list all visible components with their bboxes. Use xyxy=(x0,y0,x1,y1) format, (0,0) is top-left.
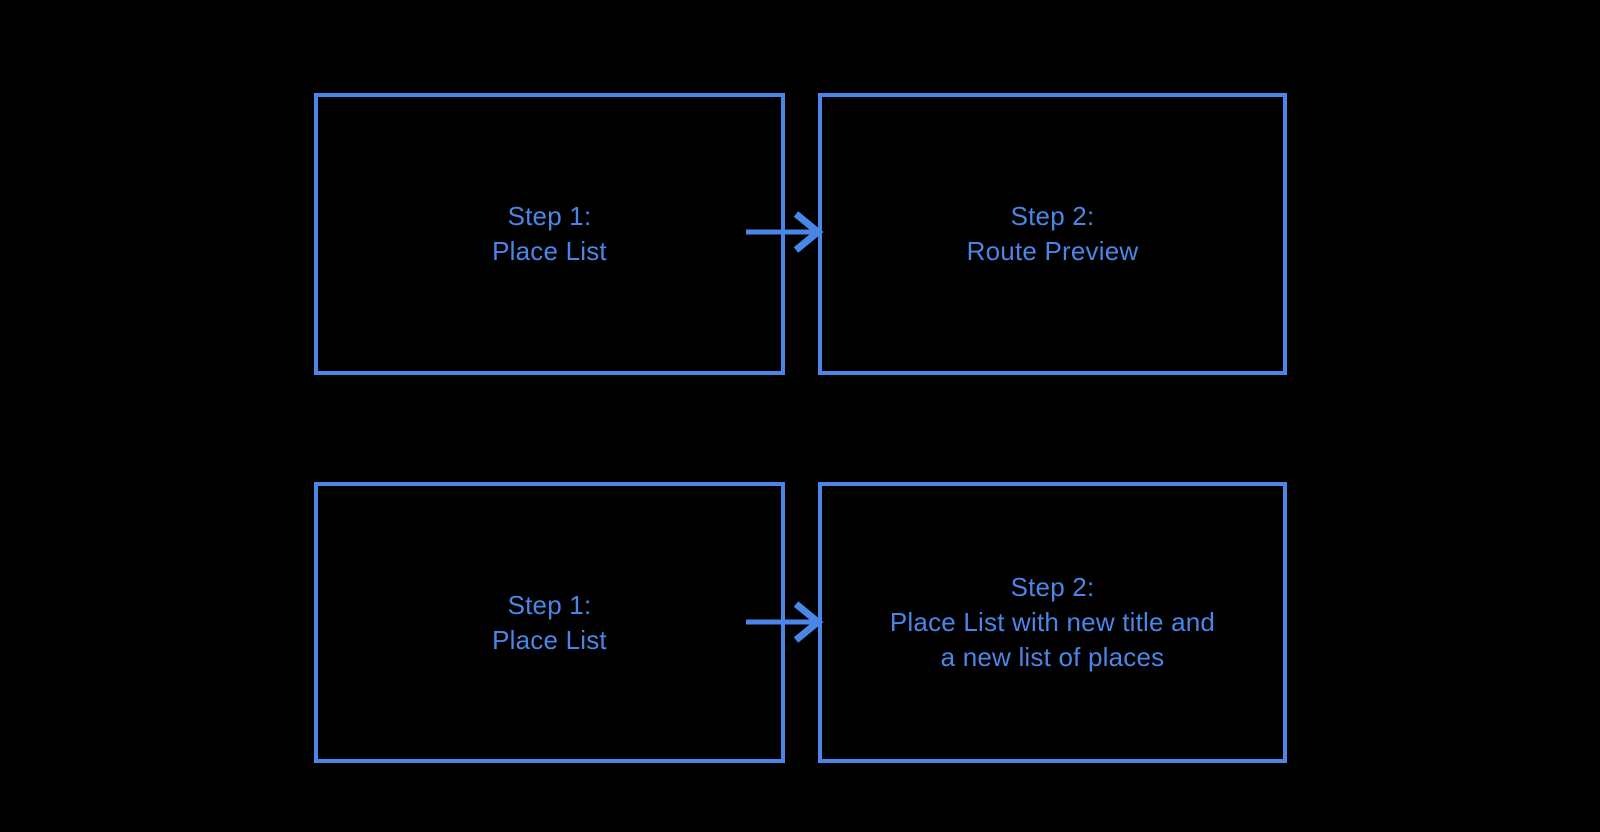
arrow-right-icon xyxy=(746,211,824,253)
flow-box-step2-new-place-list: Step 2: Place List with new title and a … xyxy=(818,482,1287,763)
flow-box-step1-place-list: Step 1: Place List xyxy=(314,93,785,375)
flow-box-step2-route-preview: Step 2: Route Preview xyxy=(818,93,1287,375)
box-label-line: a new list of places xyxy=(940,642,1165,672)
arrow-right-icon xyxy=(746,601,824,643)
box-label-line: Step 2: xyxy=(1010,201,1095,231)
box-label-line: Route Preview xyxy=(966,236,1139,266)
box-label-line: Place List xyxy=(492,624,607,655)
box-label-line: Step 1: xyxy=(507,201,592,231)
box-label-line: Step 1: xyxy=(507,589,592,620)
box-label-line: Place List with new title and xyxy=(889,607,1216,637)
box-label-line: Step 2: xyxy=(1010,572,1095,602)
flow-box-step1-place-list-2: Step 1: Place List xyxy=(314,482,785,763)
box-label-line: Place List xyxy=(492,236,607,266)
